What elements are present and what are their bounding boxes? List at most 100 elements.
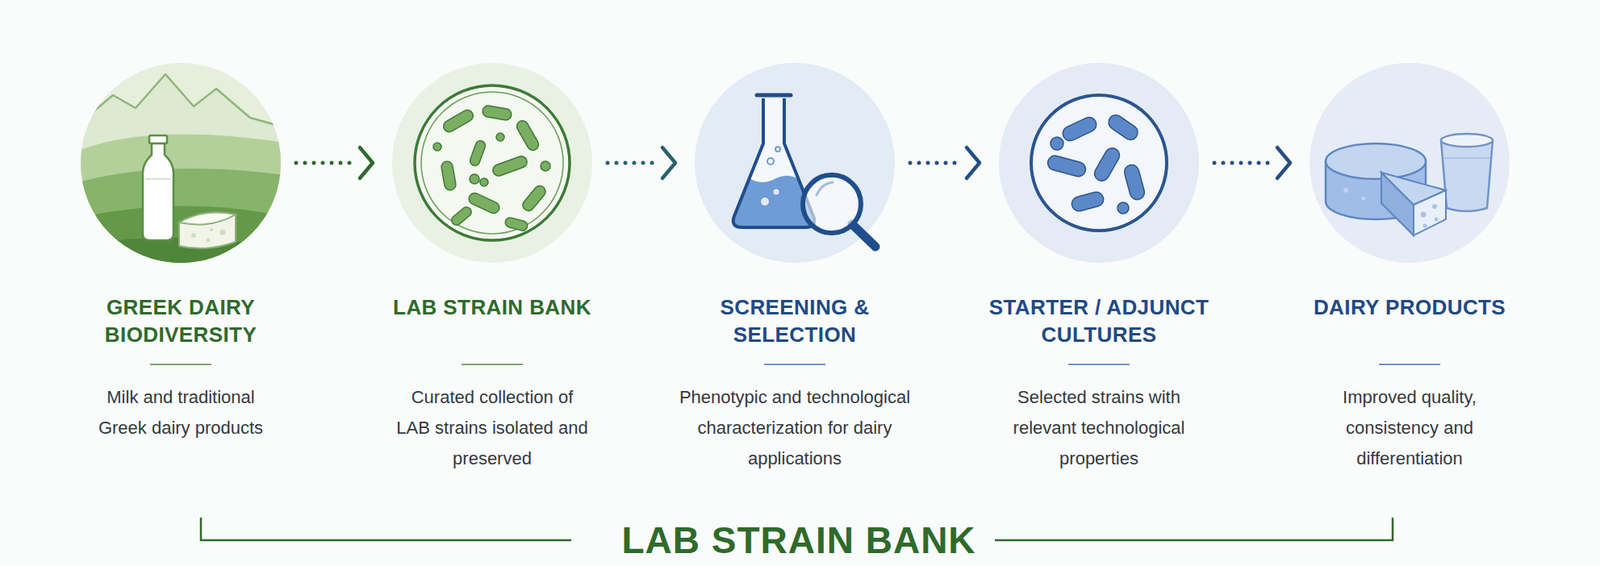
stage-circle: LAB STRAIN BANKCurated collection of LAB… — [392, 62, 593, 264]
milk-bottle — [142, 135, 174, 241]
dotted-line — [296, 161, 357, 166]
bracket-label: LAB STRAIN BANK — [589, 518, 1009, 564]
stage-description: Improved quality, consistency and differ… — [1319, 382, 1501, 475]
milk-bottle — [149, 135, 168, 144]
bacteria-rods — [496, 133, 505, 142]
heading-divider — [764, 363, 826, 366]
bacteria-rods — [1050, 137, 1064, 151]
arrow-head — [359, 147, 373, 179]
dairy-products-illustration — [1309, 62, 1510, 264]
petri-dish-illustration — [414, 85, 570, 241]
cheese-block — [220, 229, 226, 236]
flow-arrow — [296, 147, 373, 179]
cheese-block — [206, 238, 211, 243]
cheese-block — [209, 228, 214, 232]
bacteria-rods — [469, 174, 480, 184]
cheese-wheel — [1343, 187, 1349, 193]
bacteria-rods — [467, 191, 502, 216]
stage-heading: STARTER / ADJUNCT CULTURES — [965, 293, 1233, 349]
arrow-head — [966, 147, 980, 179]
arrow-head — [662, 147, 676, 179]
landscape-illustration — [72, 74, 291, 275]
bacteria-rods — [540, 161, 551, 172]
cheese-block — [179, 213, 236, 226]
stage-circle: SCREENING & SELECTIONPhenotypic and tech… — [694, 62, 895, 264]
stage-heading: DAIRY PRODUCTS — [1276, 293, 1543, 322]
bacteria-rods — [491, 154, 529, 178]
yogurt-cup — [1444, 157, 1490, 159]
cheese-block — [191, 233, 197, 239]
flow-arrow — [607, 147, 676, 179]
group-bracket — [200, 518, 572, 541]
cheese-wheel — [1361, 196, 1367, 201]
stage-circle: GREEK DAIRY BIODIVERSITYMilk and traditi… — [80, 62, 281, 264]
stage-description: Curated collection of LAB strains isolat… — [396, 382, 589, 475]
flask-illustration — [760, 197, 769, 206]
bacteria-rods — [504, 217, 529, 233]
bacteria-rods — [441, 108, 476, 134]
bacteria-rods — [481, 104, 513, 122]
bacteria-rods — [468, 139, 487, 168]
flow-arrow — [1214, 147, 1291, 179]
magnifier — [852, 224, 876, 247]
yogurt-cup — [1441, 140, 1493, 212]
stage-circle: DAIRY PRODUCTSImproved quality, consiste… — [1309, 62, 1510, 264]
cheese-wheel — [1413, 190, 1446, 236]
cheese-wheel — [1423, 224, 1428, 229]
bacteria-rods — [1045, 154, 1087, 179]
petri-dish-illustration — [392, 62, 593, 264]
heading-divider — [1068, 363, 1130, 366]
flask-illustration — [694, 62, 895, 264]
cheese-block — [179, 213, 236, 250]
magnifier — [816, 182, 833, 196]
culture-illustration — [1031, 95, 1167, 231]
landscape-illustration — [72, 62, 291, 275]
culture-illustration — [998, 62, 1199, 264]
bacteria-rods — [1123, 162, 1147, 201]
heading-divider — [150, 363, 212, 366]
cheese-block — [179, 213, 236, 250]
flask-illustration — [767, 158, 774, 165]
bacteria-rods — [433, 142, 442, 151]
bacteria-rods — [514, 118, 541, 153]
cheese-wheel — [1434, 217, 1439, 222]
yogurt-cup — [1441, 133, 1493, 212]
culture-illustration — [998, 62, 1199, 264]
dotted-line — [607, 161, 660, 166]
heading-divider — [150, 363, 1441, 366]
bacteria-rods — [1069, 190, 1105, 214]
petri-dish-illustration — [421, 91, 564, 234]
milk-bottle — [145, 178, 172, 180]
stage-heading: SCREENING & SELECTION — [681, 293, 908, 349]
stage-heading: LAB STRAIN BANK — [355, 293, 630, 322]
cheese-wheel — [1420, 212, 1427, 218]
bacteria-rods — [1045, 112, 1146, 214]
petri-dish-illustration — [392, 62, 593, 264]
flow-arrow — [910, 147, 980, 179]
cheese-wheel — [1432, 204, 1438, 209]
bacteria-rods — [1105, 112, 1141, 143]
bacteria-rods — [449, 204, 473, 227]
stage-description: Phenotypic and technological characteriz… — [657, 382, 932, 475]
stage-description: Selected strains with relevant technolog… — [996, 382, 1203, 475]
magnifier — [802, 175, 861, 234]
landscape-illustration — [72, 74, 291, 275]
cheese-wheel — [1325, 143, 1426, 180]
heading-divider — [461, 363, 523, 366]
heading-divider — [1378, 363, 1441, 366]
bacteria-rods — [1060, 115, 1099, 144]
milk-bottle — [142, 143, 174, 241]
dotted-line — [910, 161, 964, 166]
group-bracket — [994, 518, 1393, 541]
arrow-head — [1277, 147, 1291, 179]
flask-illustration — [773, 189, 780, 196]
bacteria-rods — [480, 178, 489, 187]
flask-illustration — [775, 146, 781, 152]
dotted-line — [1214, 161, 1275, 166]
stage-heading: GREEK DAIRY BIODIVERSITY — [75, 293, 286, 349]
stage-description: Milk and traditional Greek dairy product… — [83, 382, 278, 444]
stage-circle: STARTER / ADJUNCT CULTURESSelected strai… — [998, 62, 1199, 264]
flask-illustration — [694, 62, 895, 264]
